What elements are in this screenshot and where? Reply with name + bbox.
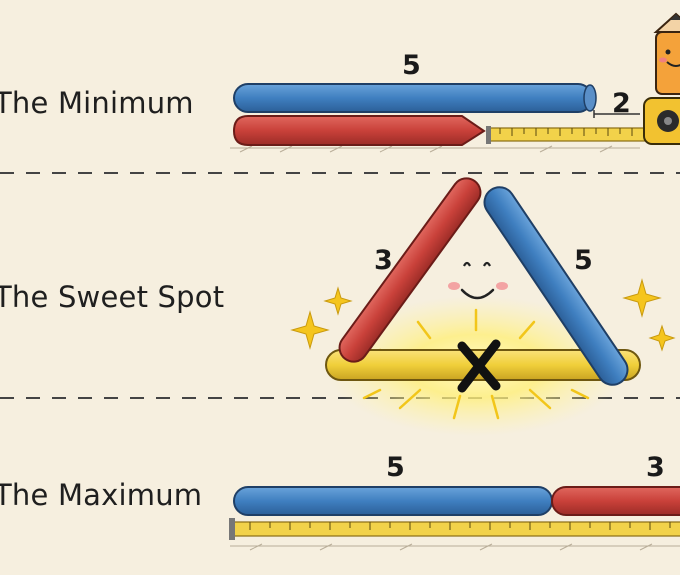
tape-ticks xyxy=(499,128,633,136)
red-stick-3 xyxy=(551,486,680,516)
length-label-long: 5 xyxy=(402,50,421,81)
row-maximum-art xyxy=(229,486,680,551)
measuring-tape-icon xyxy=(643,97,680,145)
row-label-minimum: The Minimum xyxy=(0,86,194,120)
red-stick xyxy=(232,115,486,146)
length-label-left: 3 xyxy=(374,245,393,276)
x-mark-icon xyxy=(457,339,501,393)
red-stick-3 xyxy=(338,177,482,363)
row-label-sweet-spot: The Sweet Spot xyxy=(0,280,225,314)
gap-bracket xyxy=(593,110,640,118)
length-label-long: 5 xyxy=(386,452,405,483)
row-label-maximum: The Maximum xyxy=(0,478,203,512)
ground-hatching xyxy=(230,543,680,551)
blue-stick-end xyxy=(583,84,597,112)
blue-stick-5 xyxy=(233,83,593,113)
sparkle-icon xyxy=(290,278,676,352)
length-label-short: 3 xyxy=(646,452,665,483)
tape-hook xyxy=(486,126,491,144)
blue-stick-5 xyxy=(233,486,553,516)
length-label-short: 2 xyxy=(612,88,631,119)
smiley-face-icon xyxy=(448,261,508,300)
tape-hook xyxy=(229,518,235,540)
ground-hatching xyxy=(230,145,640,153)
length-label-right: 5 xyxy=(574,245,593,276)
pencil-mascot-icon xyxy=(653,12,680,95)
tape-ticks xyxy=(249,522,671,530)
blue-stick-5 xyxy=(483,186,629,386)
tape-strip xyxy=(231,521,680,537)
row-minimum-art xyxy=(230,12,680,153)
row-sweet-spot-art xyxy=(290,177,676,436)
